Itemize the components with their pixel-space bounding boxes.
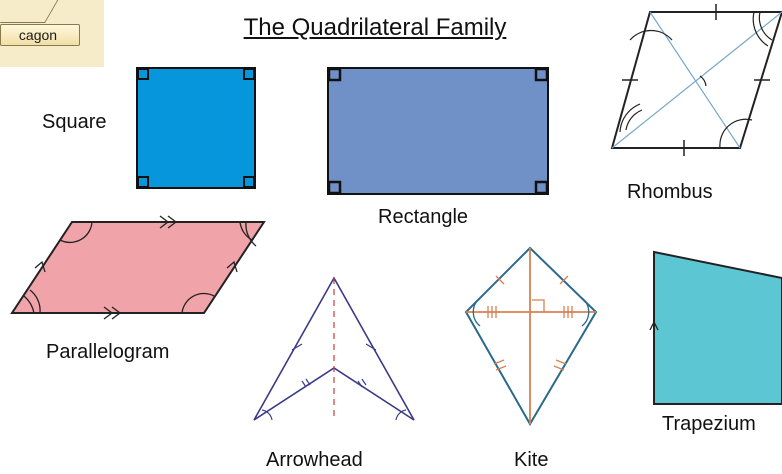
parallelogram-label: Parallelogram (46, 341, 170, 363)
page-title: The Quadrilateral Family (243, 14, 507, 41)
parallelogram-arrow-marks (34, 215, 238, 320)
kite-marks (472, 275, 590, 371)
rhombus-label: Rhombus (627, 181, 713, 203)
parallelogram-shape (10, 215, 266, 320)
square-label: Square (42, 111, 107, 133)
rectangle-right-angle-marks (327, 67, 549, 195)
trapezium-shape (649, 250, 782, 405)
rectangle-shape (327, 67, 549, 195)
trapezium-parallel-mark (649, 320, 659, 331)
rhombus-shape (610, 4, 782, 156)
arrowhead-marks (261, 343, 407, 421)
kite-label: Kite (514, 449, 549, 471)
parallelogram-angle-marks (23, 221, 257, 314)
arrowhead-label: Arrowhead (266, 449, 363, 471)
trapezium-label: Trapezium (662, 413, 756, 435)
arrowhead-shape (253, 276, 415, 421)
kite-shape (464, 246, 598, 426)
square-right-angle-marks (137, 68, 255, 188)
rhombus-tick-marks (622, 4, 770, 156)
rectangle-label: Rectangle (378, 206, 469, 228)
square-shape (136, 67, 256, 189)
rhombus-angle-marks (619, 11, 773, 149)
decagon-button[interactable]: cagon (0, 24, 80, 46)
